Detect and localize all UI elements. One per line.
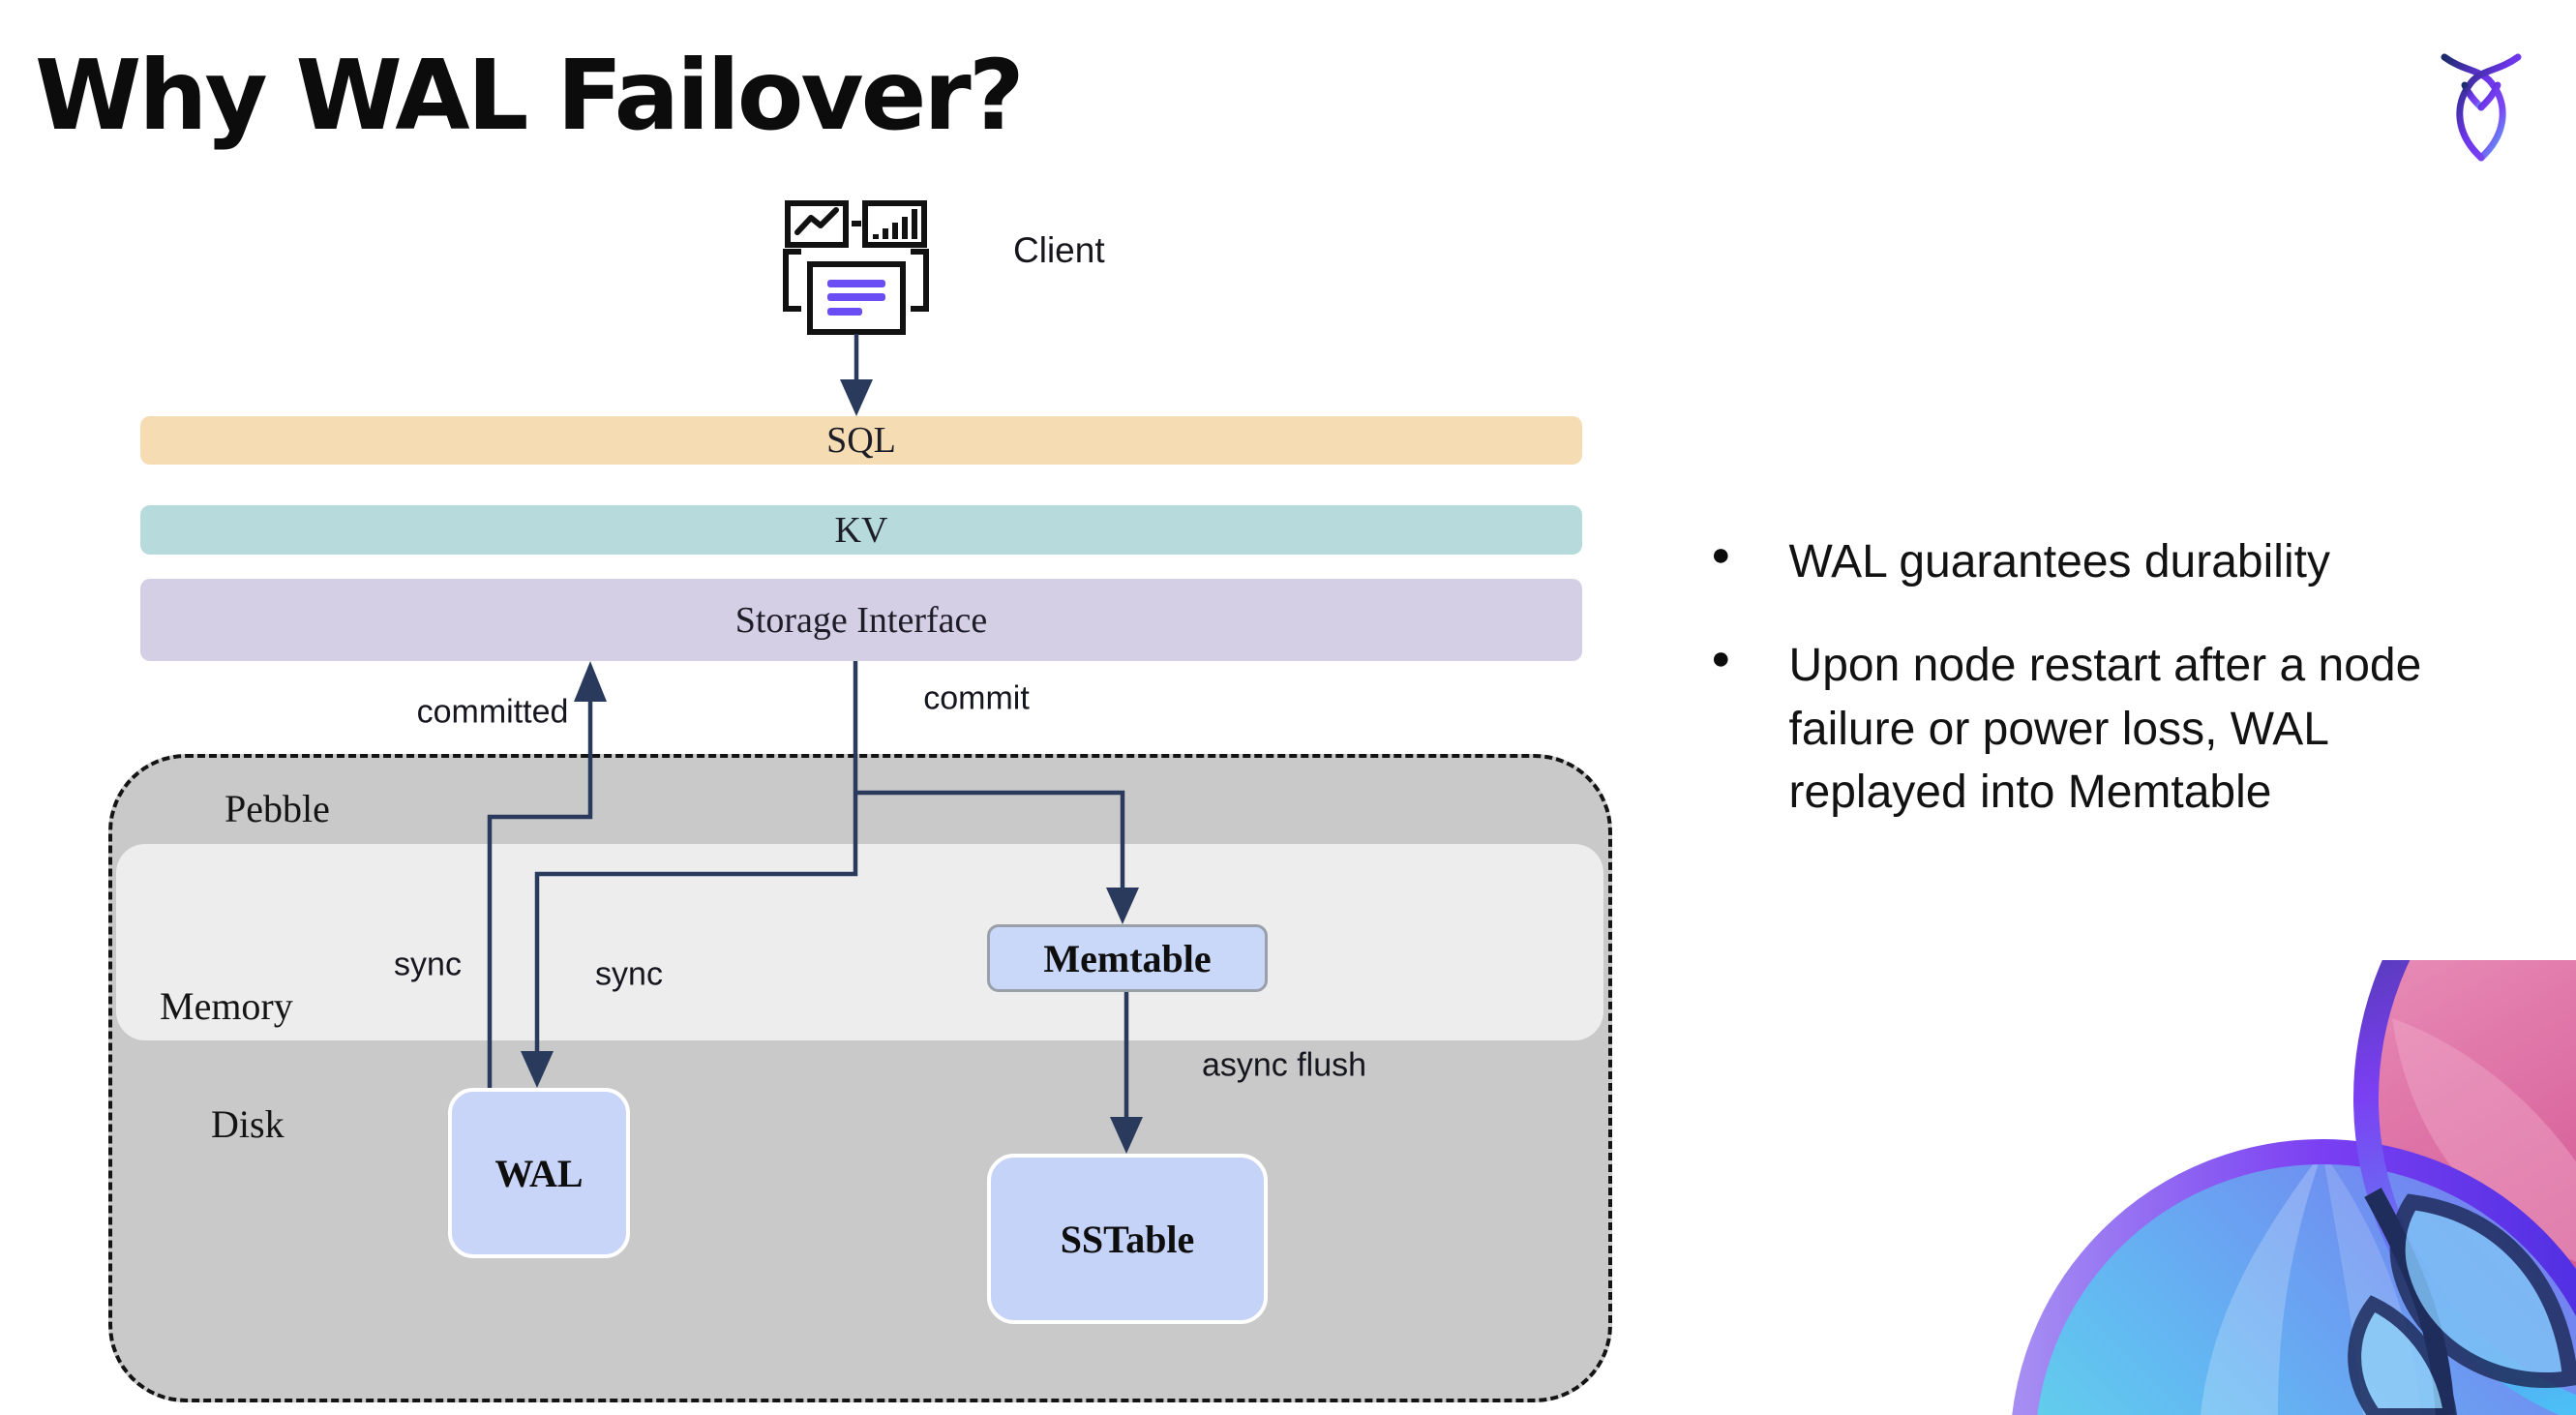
edge-label-sync-write: sync xyxy=(595,955,663,993)
layer-bar-kv: KV xyxy=(140,505,1582,555)
node-sstable-label: SSTable xyxy=(1060,1217,1195,1261)
layer-bar-sql-label: SQL xyxy=(826,420,896,461)
list-item: Upon node restart after a node failure o… xyxy=(1711,634,2562,824)
cockroachdb-logo-icon xyxy=(2433,44,2530,164)
document-icon xyxy=(807,261,906,335)
edge-label-sync-ack: sync xyxy=(394,946,462,983)
layer-bar-kv-label: KV xyxy=(834,509,888,551)
layer-bar-sql: SQL xyxy=(140,416,1582,465)
brand-art xyxy=(1957,960,2576,1415)
bullet-text: Upon node restart after a node failure o… xyxy=(1788,640,2422,818)
node-memtable-label: Memtable xyxy=(1043,936,1212,980)
bullet-list: WAL guarantees durability Upon node rest… xyxy=(1711,530,2562,864)
dash-separator xyxy=(852,221,861,226)
client-label: Client xyxy=(1013,230,1105,270)
node-wal-label: WAL xyxy=(494,1151,584,1195)
bracket-frame xyxy=(783,249,929,312)
edge-label-committed: committed xyxy=(416,693,569,731)
line-chart-icon xyxy=(785,200,849,248)
layer-bar-storage: Storage Interface xyxy=(140,579,1582,661)
list-item: WAL guarantees durability xyxy=(1711,530,2562,593)
bar-chart-icon xyxy=(862,200,927,248)
edge-label-async-flush: async flush xyxy=(1201,1046,1367,1084)
bullet-dot-icon xyxy=(1711,530,1731,593)
layer-bar-storage-label: Storage Interface xyxy=(734,599,988,641)
page-title: Why WAL Failover? xyxy=(35,39,1025,152)
memory-label: Memory xyxy=(160,984,293,1028)
node-sstable: SSTable xyxy=(987,1154,1268,1324)
memory-band xyxy=(116,844,1603,1040)
pebble-label: Pebble xyxy=(225,787,330,830)
node-memtable: Memtable xyxy=(987,924,1268,992)
node-wal: WAL xyxy=(448,1088,630,1258)
bullet-text: WAL guarantees durability xyxy=(1788,536,2330,587)
bullet-dot-icon xyxy=(1711,634,1731,824)
edge-label-commit: commit xyxy=(923,679,1030,717)
client-icon xyxy=(779,194,934,339)
disk-label: Disk xyxy=(211,1102,285,1146)
